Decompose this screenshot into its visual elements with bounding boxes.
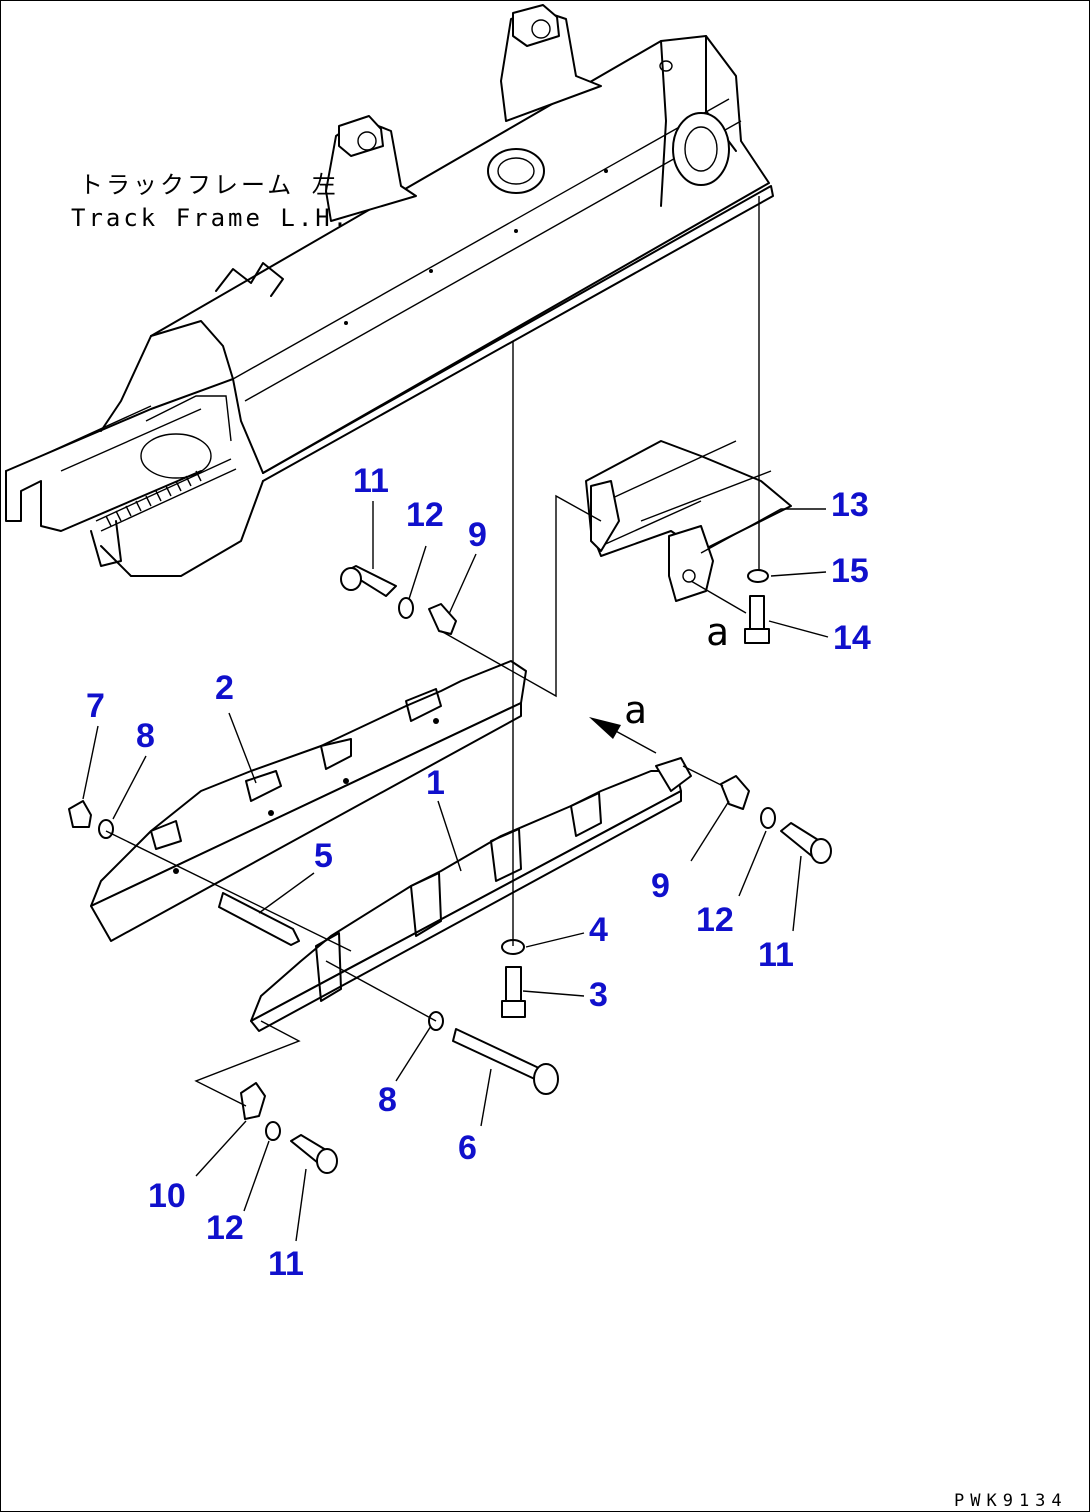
callout-10[interactable]: 10 [148, 1177, 186, 1215]
drawing-code: PWK9134 [954, 1491, 1068, 1511]
callout-3[interactable]: 3 [589, 976, 608, 1014]
rear-guard-bracket-drawing [585, 440, 792, 602]
callout-4[interactable]: 4 [589, 911, 608, 949]
callout-9-right[interactable]: 9 [651, 867, 670, 905]
callout-5[interactable]: 5 [314, 837, 333, 875]
callout-12-lower[interactable]: 12 [206, 1209, 244, 1247]
view-letter-top: a [706, 610, 729, 654]
view-letter-arrow: a [624, 688, 647, 732]
leader-lines [82, 501, 829, 1242]
callout-8-lower[interactable]: 8 [378, 1081, 397, 1119]
hardware-drawing [68, 565, 832, 1174]
callout-12-top[interactable]: 12 [406, 496, 444, 534]
callout-13[interactable]: 13 [831, 486, 869, 524]
callout-6[interactable]: 6 [458, 1129, 477, 1167]
callout-2[interactable]: 2 [215, 669, 234, 707]
callout-11-lower[interactable]: 11 [268, 1245, 304, 1283]
view-arrow [589, 717, 657, 754]
callout-8-left[interactable]: 8 [136, 717, 155, 755]
track-frame-label-en: Track Frame L.H. [71, 204, 351, 232]
track-frame-drawing [5, 4, 774, 577]
assembly-lines [105, 196, 760, 1107]
callout-1[interactable]: 1 [426, 764, 445, 802]
guard-plate-lower-drawing [250, 757, 692, 1032]
callout-11-top[interactable]: 11 [353, 462, 389, 500]
callout-15[interactable]: 15 [831, 552, 869, 590]
track-frame-label-jp: トラックフレーム 左 [79, 171, 339, 199]
callout-9-top[interactable]: 9 [468, 516, 487, 554]
callout-11-right[interactable]: 11 [758, 936, 794, 974]
long-bolt-6-drawing [452, 1028, 559, 1095]
callout-14[interactable]: 14 [833, 619, 871, 657]
callout-12-right[interactable]: 12 [696, 901, 734, 939]
guard-plate-upper-drawing [90, 660, 527, 942]
pin-5-drawing [218, 892, 300, 946]
callout-7[interactable]: 7 [86, 687, 105, 725]
